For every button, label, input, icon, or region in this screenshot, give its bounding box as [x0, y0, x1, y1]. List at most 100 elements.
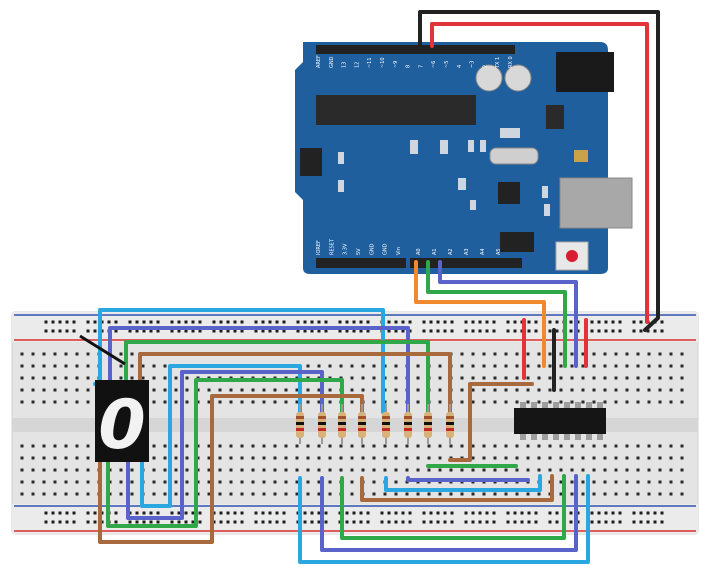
rail-hole — [184, 329, 188, 333]
hole — [493, 364, 497, 368]
rail-hole — [597, 329, 601, 333]
hole — [614, 352, 618, 356]
hole — [548, 456, 552, 460]
hole — [438, 376, 442, 380]
hole — [581, 492, 585, 496]
hole — [603, 492, 607, 496]
header-label: GND — [383, 243, 389, 255]
hole — [20, 400, 24, 404]
hole — [339, 468, 343, 472]
hole — [75, 468, 79, 472]
hole — [680, 388, 684, 392]
rail-hole — [191, 511, 195, 515]
header-label: ~11 — [367, 57, 373, 68]
polyfuse — [574, 150, 588, 162]
hole — [350, 400, 354, 404]
hole — [284, 388, 288, 392]
rail-hole — [401, 520, 405, 524]
capacitor-1 — [475, 64, 503, 92]
header-label: TX 1 — [495, 57, 501, 69]
hole — [174, 492, 178, 496]
hole — [570, 364, 574, 368]
rail-hole — [506, 320, 510, 324]
rail-hole — [359, 329, 363, 333]
rail-hole — [471, 511, 475, 515]
hole — [317, 388, 321, 392]
header-label: A4 — [480, 248, 486, 255]
hole — [119, 480, 123, 484]
hole — [141, 376, 145, 380]
hole — [75, 364, 79, 368]
icsp-header — [300, 148, 322, 176]
header-label: A1 — [432, 248, 438, 255]
hole — [515, 388, 519, 392]
resistor-band — [382, 428, 390, 431]
rail-hole — [58, 520, 62, 524]
header-label: 5V — [356, 248, 362, 255]
hole — [42, 388, 46, 392]
hole — [669, 388, 673, 392]
rail-hole — [639, 511, 643, 515]
rail-hole — [506, 520, 510, 524]
rail-hole — [156, 511, 160, 515]
hole — [559, 444, 563, 448]
top-digital-header — [316, 45, 466, 54]
rail-hole — [303, 329, 307, 333]
hole — [295, 456, 299, 460]
hole — [42, 400, 46, 404]
rail-hole — [534, 511, 538, 515]
hole — [328, 444, 332, 448]
rail-hole — [618, 511, 622, 515]
hole — [130, 352, 134, 356]
crystal — [489, 147, 539, 165]
rail-hole — [170, 329, 174, 333]
resistor-band — [404, 428, 412, 431]
hole — [427, 456, 431, 460]
hole — [493, 388, 497, 392]
rail-hole — [653, 520, 657, 524]
hole — [240, 444, 244, 448]
hole — [31, 376, 35, 380]
hole — [537, 388, 541, 392]
capacitor-2 — [504, 64, 532, 92]
hole — [174, 480, 178, 484]
hole — [306, 480, 310, 484]
reset-button[interactable] — [566, 250, 578, 262]
rail-hole — [86, 329, 90, 333]
hole — [240, 492, 244, 496]
rail-hole — [72, 320, 76, 324]
hole — [603, 400, 607, 404]
hole — [361, 388, 365, 392]
resistor-band — [318, 416, 326, 419]
bottom-analog-header — [410, 258, 522, 268]
rail-hole — [646, 329, 650, 333]
hole — [53, 492, 57, 496]
rail-hole — [44, 511, 48, 515]
resistor-band — [318, 422, 326, 425]
rail-hole — [380, 520, 384, 524]
hole — [603, 444, 607, 448]
rail-hole — [366, 520, 370, 524]
rail-hole — [366, 329, 370, 333]
hole — [680, 400, 684, 404]
header-label: GND — [329, 56, 335, 68]
hole — [504, 492, 508, 496]
hole — [570, 444, 574, 448]
rail-hole — [310, 520, 314, 524]
rail-hole — [513, 520, 517, 524]
rail-hole — [226, 511, 230, 515]
hole — [504, 444, 508, 448]
hole — [372, 388, 376, 392]
header-label: A2 — [448, 248, 454, 255]
hole — [405, 444, 409, 448]
rail-hole — [492, 320, 496, 324]
hole — [372, 444, 376, 448]
hole — [86, 376, 90, 380]
hole — [295, 468, 299, 472]
chip-pin — [542, 432, 548, 440]
rail-hole — [345, 320, 349, 324]
hole — [647, 352, 651, 356]
hole — [427, 468, 431, 472]
hole — [229, 492, 233, 496]
resistor-band — [338, 422, 346, 425]
